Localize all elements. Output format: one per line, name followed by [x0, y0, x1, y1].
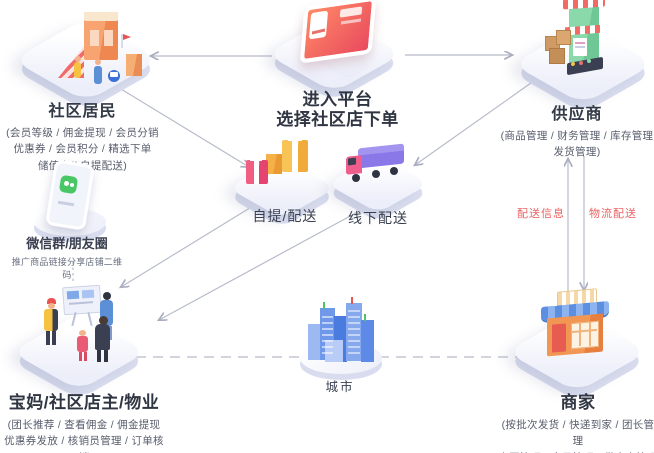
building-icon [361, 320, 374, 362]
city-illustration [292, 296, 392, 381]
moms-title: 宝妈/社区店主/物业 [8, 393, 160, 412]
child-body [77, 336, 88, 352]
wechat-phone-illustration [20, 159, 120, 248]
presenter-head [103, 292, 111, 300]
merchant-store-illustration [505, 282, 654, 402]
worker-body [44, 309, 58, 331]
pickup-label: 自提/配送 [252, 208, 318, 224]
red-cap [47, 298, 56, 304]
node-supplier: 供应商 (商品管理 / 财务管理 / 库存管理 发货管理) [498, 100, 654, 161]
delivery-info-label: 配送信息 [517, 208, 565, 220]
platform-title-line2: 选择社区店下单 [276, 110, 399, 129]
building-icon [308, 324, 321, 360]
moms-desc: (团长推荐 / 查看佣金 / 佣金提现 优惠券发放 / 核销员管理 / 订单核销… [4, 419, 164, 453]
supplier-title: 供应商 [551, 106, 603, 123]
node-enter-platform: 进入平台 选择社区店下单 [255, 90, 420, 130]
crate-icon [556, 30, 571, 45]
supplier-illustration [505, 0, 654, 120]
store-window [571, 320, 599, 350]
gift-box-icon [266, 154, 282, 174]
arrow-pickup-to-moms [121, 205, 254, 287]
person-icon [74, 62, 81, 78]
node-pickup-delivery: 自提/配送 [250, 206, 320, 226]
node-community-residents: 社区居民 (会员等级 / 佣金提现 / 会员分销 优惠券 / 会员积分 / 精选… [0, 97, 165, 174]
merchant-title: 商家 [560, 393, 596, 412]
person-icon [94, 66, 102, 84]
wheel [372, 170, 380, 178]
platform-title-line1: 进入平台 [302, 90, 373, 109]
node-merchant: 商家 (按批次发货 / 快递到家 / 团长管理 小区管理 / 会员管理 / 供应… [498, 388, 654, 453]
crate-icon [549, 48, 565, 64]
merchant-desc: (按批次发货 / 快递到家 / 团长管理 小区管理 / 会员管理 / 供应商管理… [498, 419, 654, 453]
arrow-offline-to-moms [159, 207, 366, 320]
wechat-desc: 推广商品链接分享店铺二维码 [11, 257, 123, 280]
arrow-residents-to-pickup [115, 85, 249, 167]
supplier-desc: (商品管理 / 财务管理 / 库存管理 发货管理) [500, 130, 654, 159]
delivery-truck-illustration [327, 136, 429, 223]
group-people-illustration [11, 272, 175, 400]
node-offline-delivery: 线下配送 [344, 208, 412, 228]
crate-icon [126, 54, 142, 76]
gift-boxes-illustration [228, 134, 338, 228]
presentation-board [62, 284, 102, 316]
node-moms-storeowners: 宝妈/社区店主/物业 (团长推荐 / 查看佣金 / 佣金提现 优惠券发放 / 核… [0, 388, 168, 453]
node-wechat: 微信群/朋友圈 推广商品链接分享店铺二维码 [8, 233, 126, 281]
node-city: 城市 [305, 376, 375, 395]
community-residents-illustration [12, 6, 192, 126]
store-door [552, 323, 566, 353]
wheel [352, 174, 360, 182]
offline-delivery-label: 线下配送 [348, 210, 408, 226]
flag-icon [123, 34, 131, 40]
residents-title: 社区居民 [48, 103, 117, 120]
screen-card [308, 10, 329, 40]
wheel [390, 167, 398, 175]
wechat-title: 微信群/朋友圈 [26, 236, 108, 251]
logistics-label: 物流配送 [589, 208, 637, 220]
mother-body [95, 324, 110, 350]
arrow-supplier-to-offline [415, 82, 532, 165]
city-label: 城市 [325, 380, 355, 394]
